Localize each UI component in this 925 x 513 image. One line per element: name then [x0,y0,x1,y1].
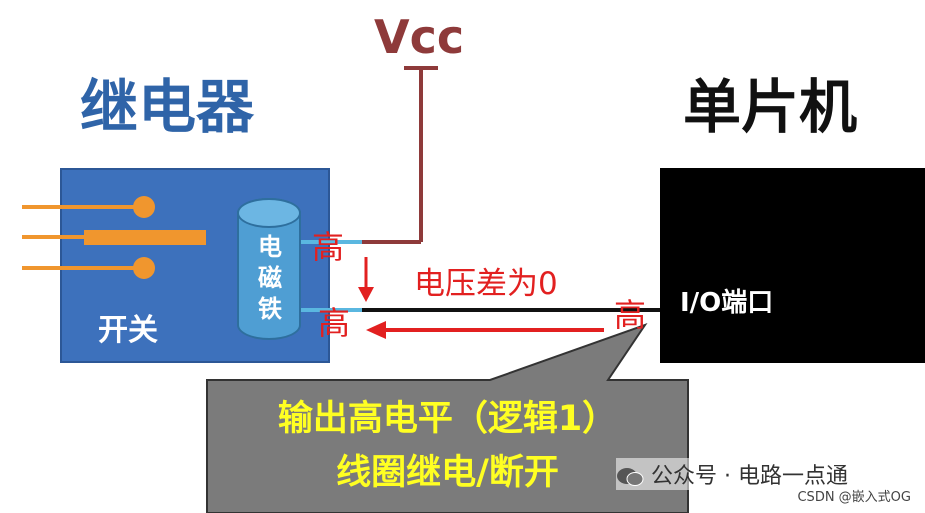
coil-label: 电 磁 铁 [250,232,290,325]
wechat-watermark: 公众号 · 电路一点通 [616,458,848,490]
callout-text: 输出高电平（逻辑1） 线圈继电/断开 [207,392,688,500]
io-level: 高 [614,296,647,334]
coil-top-level: 高 [312,228,345,266]
io-port-label: I/O端口 [680,288,774,318]
switch-label: 开关 [98,313,158,348]
coil-bottom-level: 高 [318,304,351,342]
left-arrow [366,321,604,339]
coil-top-cap [237,198,301,228]
wechat-icon [616,467,644,487]
coil-char: 磁 [258,264,282,292]
vcc-label: Vcc [374,10,465,64]
relay-title: 继电器 [80,73,255,141]
csdn-watermark: CSDN @嵌入式OG [797,486,911,505]
down-arrow [358,257,374,302]
callout-bubble [206,323,689,513]
coil-char: 电 [258,233,282,261]
callout-line-1: 输出高电平（逻辑1） [277,399,618,439]
mcu-title: 单片机 [683,73,858,141]
vcc-wire [360,66,438,244]
coil-char: 铁 [258,295,282,323]
callout-line-2: 线圈继电/断开 [336,453,559,493]
mcu-body [660,168,925,363]
wechat-account-text: 公众号 · 电路一点通 [651,464,848,489]
voltage-diff-label: 电压差为0 [414,266,558,302]
